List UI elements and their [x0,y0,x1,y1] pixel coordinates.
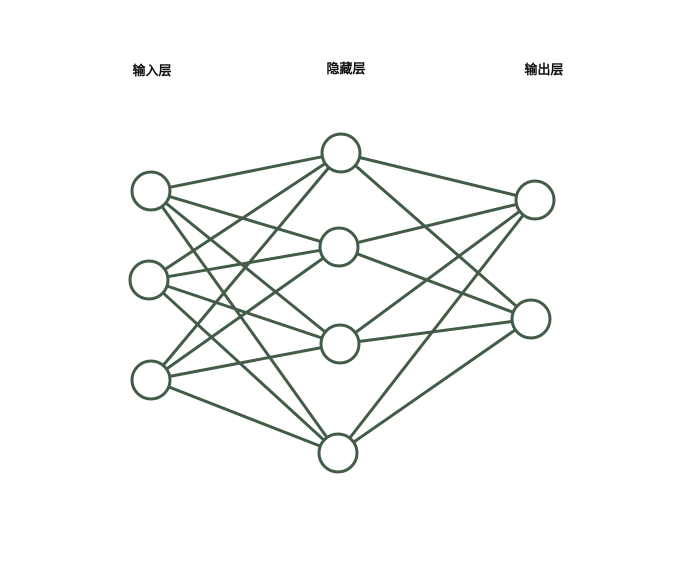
input-node-2 [128,259,170,301]
edge-input-1-to-hidden-1 [168,155,324,189]
edge-hidden-4-to-output-1 [348,213,525,440]
edge-hidden-4-to-output-2 [352,328,517,444]
edge-hidden-1-to-output-1 [358,156,518,197]
edge-input-3-to-hidden-2 [165,256,325,371]
hidden-node-2 [318,226,360,268]
connections [160,155,525,448]
output-node-1 [514,179,556,221]
edge-hidden-1-to-output-2 [353,164,519,308]
edge-input-3-to-hidden-4 [167,385,322,448]
edge-input-3-to-hidden-1 [161,166,331,367]
edge-hidden-2-to-output-2 [355,252,515,314]
input-node-3 [130,359,172,401]
edge-input-2-to-hidden-1 [163,162,327,271]
input-layer-label: 输入层 [132,63,171,79]
edge-input-1-to-hidden-2 [167,194,323,244]
hidden-node-3 [319,323,361,365]
edge-hidden-3-to-output-2 [357,320,514,343]
output-layer-label: 输出层 [524,62,563,78]
hidden-node-4 [317,432,359,474]
edge-input-2-to-hidden-4 [161,291,326,442]
edge-input-2-to-hidden-2 [166,248,322,279]
hidden-layer-label: 隐藏层 [326,61,365,77]
edge-input-3-to-hidden-3 [168,346,323,378]
output-node-2 [510,298,552,340]
edge-hidden-2-to-output-1 [356,202,518,245]
neurons [128,132,556,474]
edge-hidden-3-to-output-1 [353,209,522,335]
edge-input-2-to-hidden-3 [165,284,324,340]
edge-input-1-to-hidden-4 [160,205,329,439]
hidden-node-1 [320,132,362,174]
input-node-1 [130,170,172,212]
